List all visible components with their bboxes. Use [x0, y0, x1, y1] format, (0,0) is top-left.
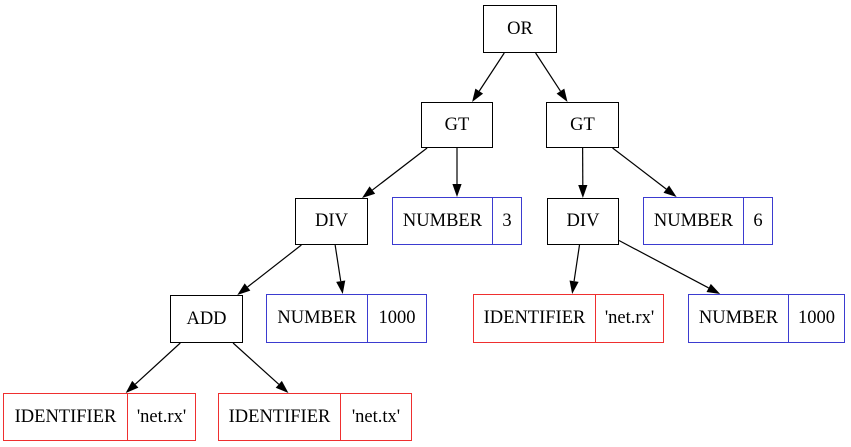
record-value-cell: 1000 — [798, 308, 835, 328]
edge-or-to-gt_left — [478, 52, 505, 92]
node-number-1000-left: NUMBER 1000 — [266, 294, 427, 343]
node-identifier-net-tx-bottom: IDENTIFIER 'net.tx' — [218, 393, 412, 441]
record-value-cell: 6 — [753, 210, 763, 231]
node-identifier-net-rx-bottom: IDENTIFIER 'net.rx' — [3, 393, 196, 441]
record-value-cell: 'net.tx' — [351, 406, 401, 427]
node-label: OR — [507, 18, 533, 39]
record-type-cell: IDENTIFIER — [474, 295, 596, 342]
arrowhead-div_right-to-identifier_net_rx_middle — [569, 280, 579, 294]
node-label: DIV — [315, 211, 348, 231]
record-value-cell: 1000 — [378, 308, 416, 328]
node-gt-left: GT — [421, 102, 493, 148]
edge-add-to-identifier_net_rx_bottom — [134, 342, 181, 385]
arrowhead-or-to-gt_left — [472, 88, 484, 102]
record-type-cell: IDENTIFIER — [4, 394, 128, 440]
record-type-cell: NUMBER — [393, 198, 493, 244]
node-gt-right: GT — [546, 102, 619, 148]
arrowhead-div_left-to-add — [237, 283, 251, 295]
node-identifier-net-rx-middle: IDENTIFIER 'net.rx' — [473, 294, 664, 343]
node-label: ADD — [186, 308, 227, 329]
node-add: ADD — [170, 295, 243, 343]
record-type-cell: NUMBER — [644, 198, 744, 244]
record-value-cell: 3 — [502, 210, 512, 231]
record-type-cell: IDENTIFIER — [219, 394, 341, 440]
arrowhead-gt_right-to-number_6 — [663, 185, 677, 197]
node-div-left: DIV — [295, 198, 368, 245]
edge-div_left-to-add — [247, 244, 302, 288]
arrowhead-gt_right-to-div_right — [578, 184, 588, 198]
node-label: GT — [444, 114, 470, 135]
arrowhead-add-to-identifier_net_tx_bottom — [275, 380, 289, 393]
record-type-cell: NUMBER — [267, 295, 368, 342]
node-div-right: DIV — [547, 198, 619, 245]
arrowhead-div_right-to-number_1000_right — [706, 283, 721, 294]
edge-div_right-to-number_1000_right — [618, 239, 709, 289]
node-number-6: NUMBER 6 — [643, 197, 773, 245]
edge-gt_left-to-div_left — [372, 147, 428, 191]
edge-div_left-to-number_1000_left — [334, 244, 342, 282]
node-label: GT — [570, 114, 595, 135]
node-number-3: NUMBER 3 — [392, 197, 522, 245]
arrowhead-gt_left-to-div_left — [362, 186, 376, 198]
record-type-cell: NUMBER — [689, 295, 789, 342]
edge-or-to-gt_right — [535, 52, 561, 92]
record-value-cell: 'net.rx' — [136, 406, 187, 427]
arrowhead-div_left-to-number_1000_left — [336, 280, 346, 294]
arrowhead-or-to-gt_right — [556, 88, 568, 102]
edge-gt_right-to-number_6 — [612, 147, 667, 190]
record-value-cell: 'net.rx' — [604, 308, 655, 328]
node-or: OR — [483, 5, 557, 53]
arrowhead-add-to-identifier_net_rx_bottom — [125, 380, 139, 393]
arrowhead-gt_left-to-number_3 — [452, 184, 462, 197]
node-number-1000-right: NUMBER 1000 — [688, 294, 845, 343]
node-label: DIV — [566, 211, 600, 231]
edge-div_right-to-identifier_net_rx_middle — [573, 244, 581, 282]
edge-add-to-identifier_net_tx_bottom — [232, 342, 280, 385]
